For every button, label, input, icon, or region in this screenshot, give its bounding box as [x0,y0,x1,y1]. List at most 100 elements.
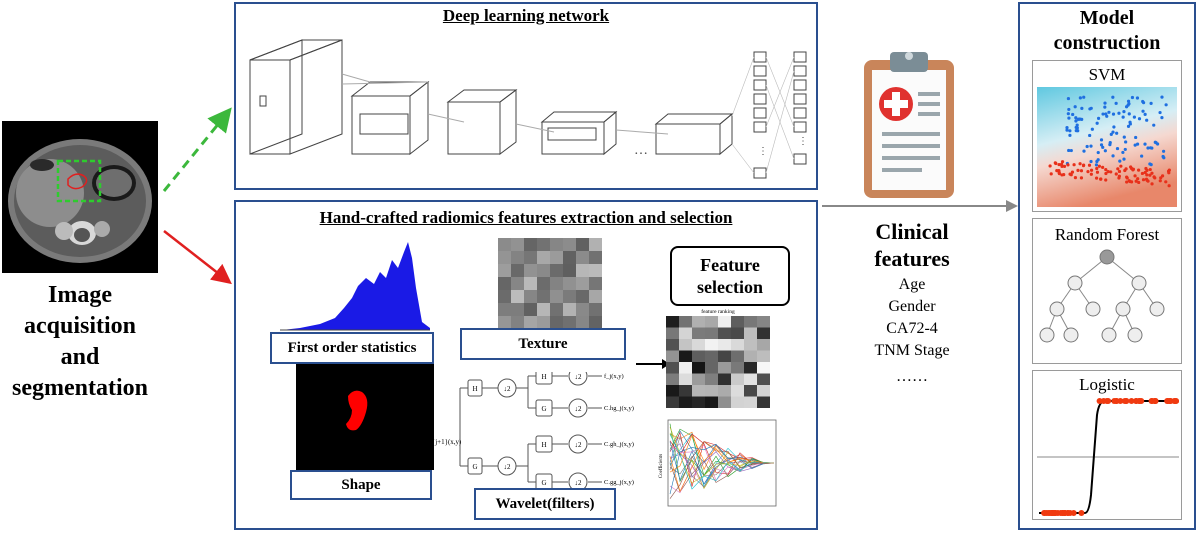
ranking-cell [692,327,705,339]
svm-point-red [1167,171,1171,175]
svg-text:⋮: ⋮ [798,136,808,147]
histogram-graphic [280,242,430,331]
texture-cell [563,303,576,316]
svm-point-red [1127,179,1131,183]
svm-point-red [1078,162,1082,166]
coef-path [669,443,775,495]
svm-point-red [1119,164,1123,168]
wavelet-downsample: ↓2 [575,441,583,449]
svm-point-red [1097,164,1101,168]
texture-cell [511,290,524,303]
logistic-label: Logistic [1079,375,1135,394]
svm-point-red [1089,168,1094,172]
svm-point-red [1145,173,1149,177]
svm-point-blue [1146,146,1150,150]
svm-point-red [1167,184,1171,188]
random-forest-card: Random Forest [1032,218,1182,364]
svm-point-red [1143,170,1147,175]
texture-cell [511,264,524,277]
ranking-cell [679,316,692,328]
svm-point-red [1148,167,1152,172]
svm-point-blue [1128,122,1132,126]
texture-cell [589,251,602,264]
logistic-plot-graphic [1037,398,1179,516]
ct-image [2,121,158,273]
texture-cell [563,264,576,277]
logistic-point [1111,398,1118,404]
texture-cell [550,251,563,264]
ranking-cell [679,385,692,397]
texture-cell [537,316,550,329]
svm-point-red [1072,163,1076,167]
cnn-diagram: … ⋮ ⋮ [249,39,808,179]
ranking-cell [718,350,731,362]
svm-point-red [1081,164,1086,168]
svm-point-red [1114,172,1118,176]
svm-point-red [1136,177,1140,181]
ranking-cell [692,350,705,362]
svm-point-blue [1141,109,1145,113]
ranking-cell [705,373,718,385]
svm-point-blue [1112,125,1116,129]
svm-point-blue [1152,123,1156,127]
texture-cell [550,264,563,277]
svm-point-red [1129,165,1133,169]
feature-ranking-title: feature ranking [701,308,735,315]
svm-point-blue [1096,150,1100,155]
texture-cell [498,264,511,277]
clinical-item: Age [898,276,926,293]
ranking-cell [744,316,757,328]
wavelet-downsample: ↓2 [504,385,512,393]
svm-point-blue [1149,101,1153,105]
ranking-cell [757,362,770,374]
texture-cell [498,277,511,290]
ranking-cell [731,362,744,374]
svm-point-blue [1140,154,1144,158]
model-construction-title: Model construction [1020,6,1194,56]
ranking-cell [731,396,744,408]
svm-point-blue [1160,95,1164,99]
wavelet-tree: f_{j+1}(x,y) H G H G H G ↓2 ↓2 ↓2 [426,372,634,492]
handcrafted-panel: Hand-crafted radiomics features extracti… [234,200,818,530]
texture-cell [537,303,550,316]
ranking-cell [666,362,679,374]
svm-point-blue [1074,116,1078,120]
wavelet-downsample: ↓2 [504,463,512,471]
texture-cell [524,251,537,264]
svm-point-blue [1133,143,1137,147]
svm-card: SVM [1032,60,1182,212]
wavelet-input-label: f_{j+1}(x,y) [426,438,462,446]
coef-path [669,444,775,482]
svm-point-red [1062,173,1066,177]
svm-point-red [1073,175,1078,180]
svm-point-red [1150,182,1154,186]
coefficient-plot: Coefficients [656,418,778,512]
clinical-item: TNM Stage [874,342,950,359]
svm-point-blue [1111,154,1115,158]
texture-cell [563,290,576,303]
texture-cell [498,251,511,264]
clinical-item: Gender [888,298,936,315]
svm-point-blue [1148,162,1152,166]
svm-point-red [1133,174,1137,178]
texture-cell [537,251,550,264]
ranking-cell [744,385,757,397]
svm-point-red [1049,172,1053,176]
svm-point-blue [1115,131,1119,135]
texture-cell [511,303,524,316]
left-title-line: Image [48,282,112,308]
ranking-cell [731,339,744,351]
svm-point-blue [1078,96,1082,100]
wavelet-label: Wavelet(filters) [474,488,616,520]
ranking-cell [705,396,718,408]
coef-path [669,434,775,490]
svm-point-blue [1155,142,1160,146]
ranking-cell [705,339,718,351]
svm-point-red [1095,170,1100,174]
ranking-cell [666,339,679,351]
svm-point-red [1053,161,1057,165]
ranking-cell [705,362,718,374]
svm-point-blue [1069,148,1073,153]
ranking-cell [679,373,692,385]
svm-point-blue [1065,126,1069,130]
